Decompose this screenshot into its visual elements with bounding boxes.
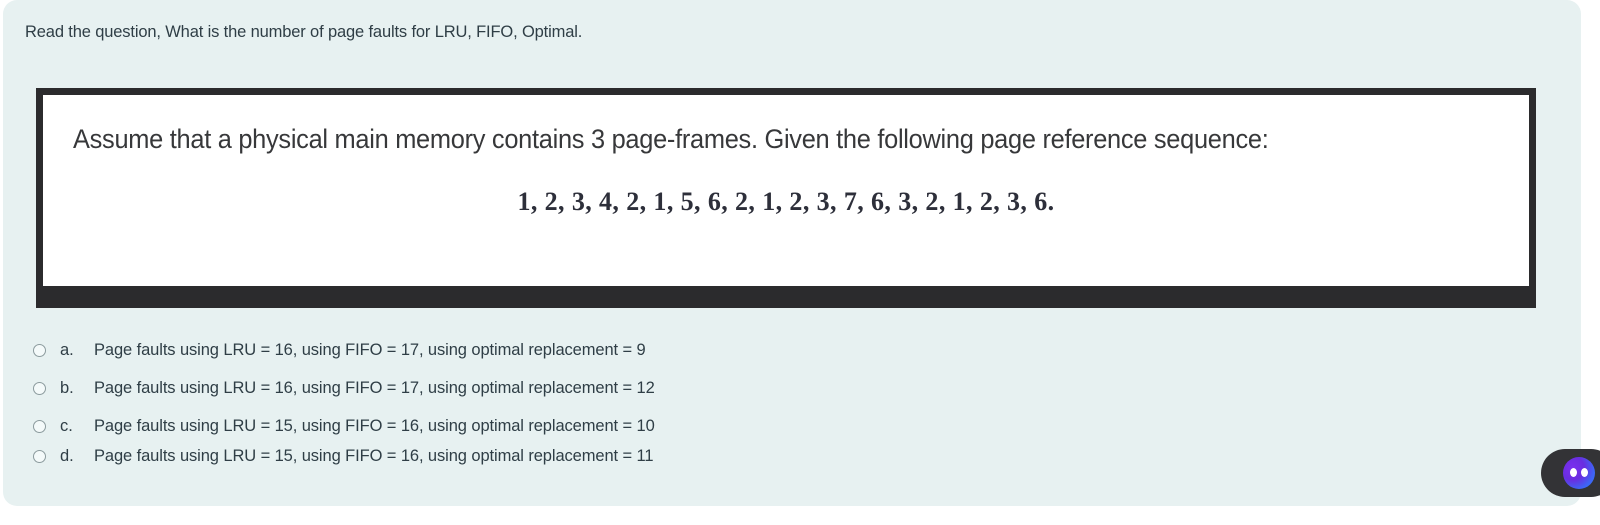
option-letter-c: c. xyxy=(60,417,73,435)
question-panel: Read the question, What is the number of… xyxy=(3,0,1600,506)
assistant-eye-right xyxy=(1581,468,1588,477)
question-stem-body: Assume that a physical main memory conta… xyxy=(73,124,1269,154)
assistant-eye-left xyxy=(1570,468,1577,477)
assistant-widget-button[interactable] xyxy=(1541,449,1600,497)
answer-option-b[interactable]: b. Page faults using LRU = 16, using FIF… xyxy=(33,378,1433,416)
answer-option-d[interactable]: d. Page faults using LRU = 15, using FIF… xyxy=(33,446,1433,476)
question-stem-box: Assume that a physical main memory conta… xyxy=(36,88,1536,308)
option-text-c: Page faults using LRU = 15, using FIFO =… xyxy=(94,417,655,435)
answer-options-list: a. Page faults using LRU = 16, using FIF… xyxy=(33,340,1433,476)
option-letter-a: a. xyxy=(60,341,74,359)
assistant-eyes-icon xyxy=(1563,457,1595,489)
option-text-a: Page faults using LRU = 16, using FIFO =… xyxy=(94,341,646,359)
option-letter-d: d. xyxy=(60,447,74,465)
radio-button-a[interactable] xyxy=(33,344,46,357)
option-text-b: Page faults using LRU = 16, using FIFO =… xyxy=(94,379,655,397)
answer-option-a[interactable]: a. Page faults using LRU = 16, using FIF… xyxy=(33,340,1433,378)
option-text-d: Page faults using LRU = 15, using FIFO =… xyxy=(94,447,654,465)
radio-button-d[interactable] xyxy=(33,450,46,463)
answer-option-c[interactable]: c. Page faults using LRU = 15, using FIF… xyxy=(33,416,1433,446)
option-letter-b: b. xyxy=(60,379,74,397)
page-reference-sequence: 1, 2, 3, 4, 2, 1, 5, 6, 2, 1, 2, 3, 7, 6… xyxy=(517,187,1055,216)
question-stem-inner: Assume that a physical main memory conta… xyxy=(43,95,1529,286)
prompt-instruction-text: Read the question, What is the number of… xyxy=(25,23,583,41)
radio-button-c[interactable] xyxy=(33,420,46,433)
radio-button-b[interactable] xyxy=(33,382,46,395)
